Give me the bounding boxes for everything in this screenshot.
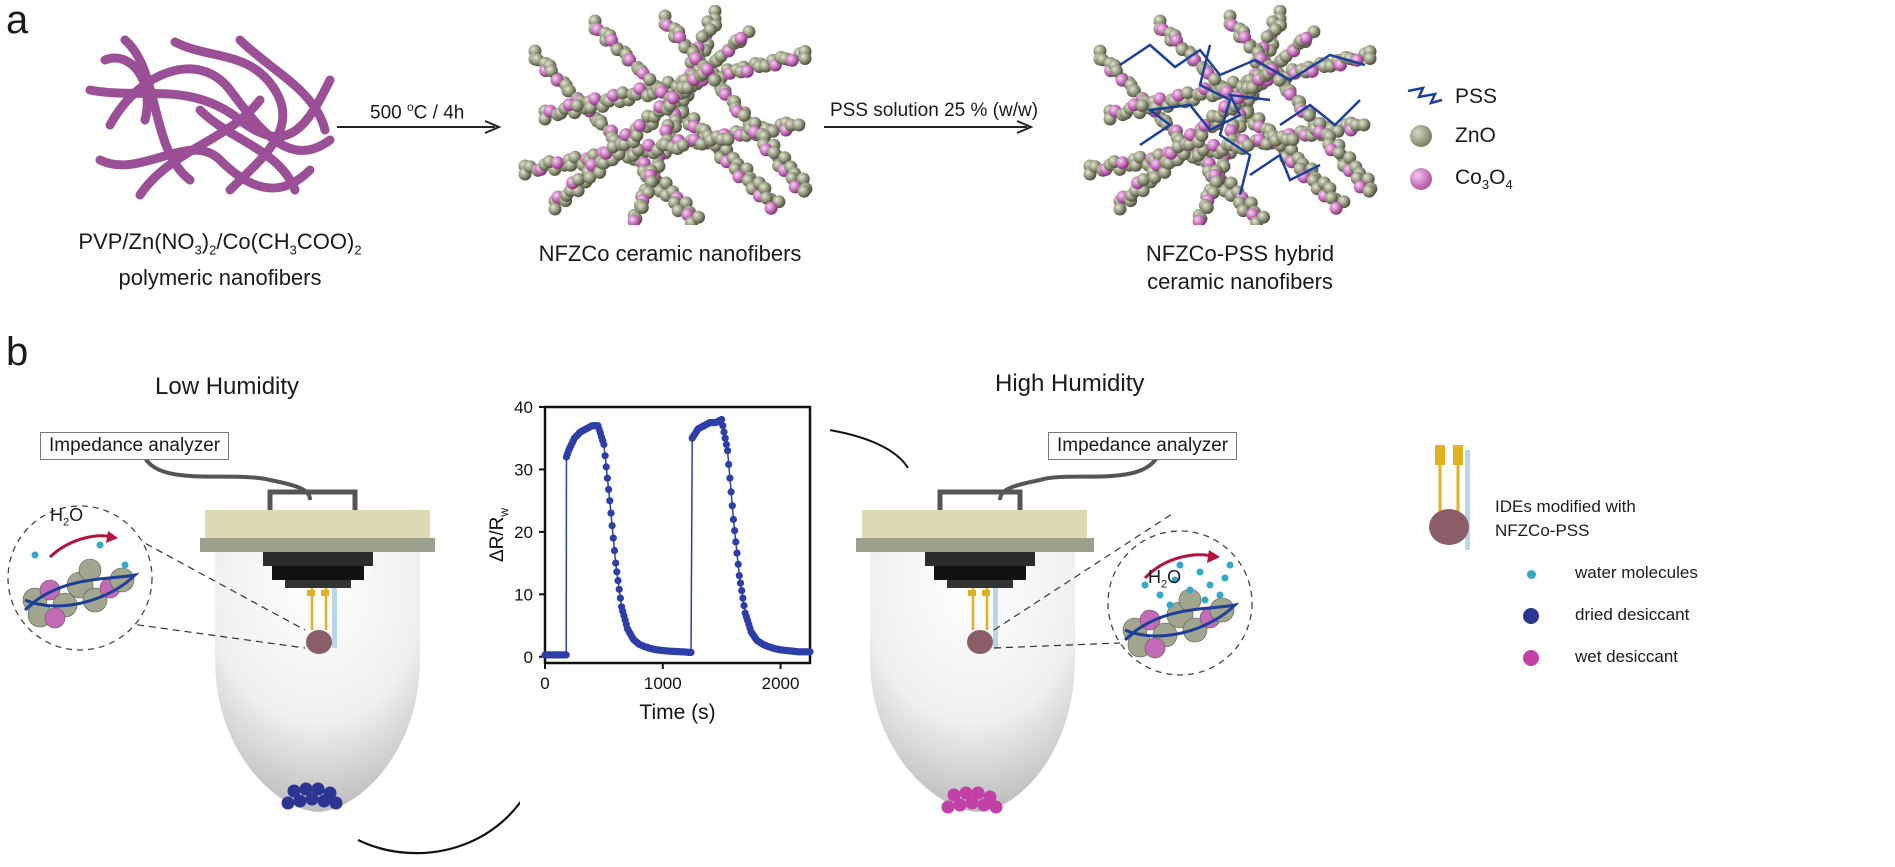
ide-legend-icon	[1429, 445, 1470, 550]
data-point	[727, 488, 735, 496]
pss-legend-icon	[1407, 86, 1443, 105]
wet-legend-icon	[1523, 650, 1539, 666]
data-point	[728, 502, 736, 510]
data-point	[724, 447, 732, 455]
data-point	[562, 651, 570, 659]
calcination-label: 500 oC / 4h	[370, 100, 465, 124]
data-point	[609, 534, 617, 542]
y-tick-label: 40	[514, 398, 533, 417]
data-point	[806, 648, 814, 656]
data-point	[614, 577, 622, 585]
data-point	[606, 497, 614, 505]
data-point	[601, 452, 609, 460]
data-point	[735, 572, 743, 580]
data-point	[613, 568, 621, 576]
data-point	[736, 579, 745, 587]
x-tick-label: 0	[540, 674, 549, 693]
ceramic-nanofibers-illustration	[518, 5, 813, 225]
co3o4-legend-label: Co3O4	[1455, 166, 1513, 193]
data-point	[732, 538, 740, 546]
data-point	[600, 440, 608, 449]
dried-legend-icon	[1523, 608, 1539, 624]
data-point	[720, 428, 728, 436]
ceramic-caption: NFZCo ceramic nanofibers	[538, 241, 802, 266]
high-humidity-zoom	[1107, 530, 1253, 676]
y-tick-label: 10	[514, 585, 533, 604]
data-point	[731, 527, 739, 535]
data-point	[722, 440, 730, 449]
data-point	[734, 560, 742, 568]
pss-legend-label: PSS	[1455, 85, 1498, 108]
polymer-nanofibers-illustration	[85, 35, 335, 200]
data-point	[610, 547, 619, 555]
co3o4-legend-icon	[1410, 168, 1432, 190]
chart-frame	[543, 405, 812, 665]
series-line	[545, 418, 810, 656]
data-point	[603, 474, 611, 482]
y-axis-label: ΔR/Rw	[487, 508, 511, 562]
data-point	[733, 549, 741, 557]
data-point	[605, 485, 613, 493]
h2o-label-left: H2O	[50, 505, 84, 529]
data-point	[687, 648, 695, 656]
data-point	[719, 422, 727, 430]
data-point	[740, 602, 748, 610]
low-humidity-title: Low Humidity	[155, 373, 300, 400]
data-point	[612, 559, 620, 567]
pss-coating-label: PSS solution 25 % (w/w)	[830, 100, 1039, 121]
data-point	[607, 509, 615, 517]
low-humidity-setup	[7, 449, 520, 855]
zno-legend-icon	[1410, 125, 1432, 147]
panel-b-label: b	[6, 330, 29, 374]
wet-legend-label: wet desiccant	[1575, 647, 1678, 666]
impedance-analyzer-right: Impedance analyzer	[1048, 432, 1238, 460]
dried-legend-label: dried desiccant	[1575, 605, 1690, 624]
data-point	[615, 585, 623, 593]
y-tick-label: 0	[524, 648, 533, 667]
x-tick-label: 2000	[762, 674, 800, 693]
data-point	[608, 522, 616, 530]
data-point	[729, 515, 737, 523]
data-point	[739, 594, 747, 602]
data-point	[718, 415, 726, 424]
data-point	[721, 434, 729, 442]
y-tick-label: 30	[514, 460, 533, 479]
precursor-caption: PVP/Zn(NO3)2/Co(CH3COO)2 polymeric nanof…	[78, 229, 362, 291]
x-tick-label: 1000	[644, 674, 682, 693]
high-humidity-title: High Humidity	[995, 370, 1145, 397]
impedance-analyzer-left: Impedance analyzer	[40, 432, 230, 460]
zno-legend-label: ZnO	[1455, 124, 1496, 147]
h2o-label-right: H2O	[1148, 567, 1182, 591]
calcination-arrow	[337, 120, 502, 134]
high-humidity-setup	[830, 429, 1176, 814]
y-tick-label: 20	[514, 523, 533, 542]
water-legend-icon	[1527, 570, 1536, 579]
x-axis-label: Time (s)	[639, 701, 715, 724]
data-point	[726, 474, 734, 482]
panel-a-label: a	[6, 0, 29, 42]
data-point	[616, 594, 624, 602]
data-point	[738, 587, 746, 595]
hybrid-nanofibers-illustration	[1083, 5, 1378, 225]
data-point	[602, 463, 610, 471]
data-point	[725, 460, 733, 468]
water-legend-label: water molecules	[1575, 563, 1698, 582]
pss-coating-arrow	[824, 120, 1034, 134]
